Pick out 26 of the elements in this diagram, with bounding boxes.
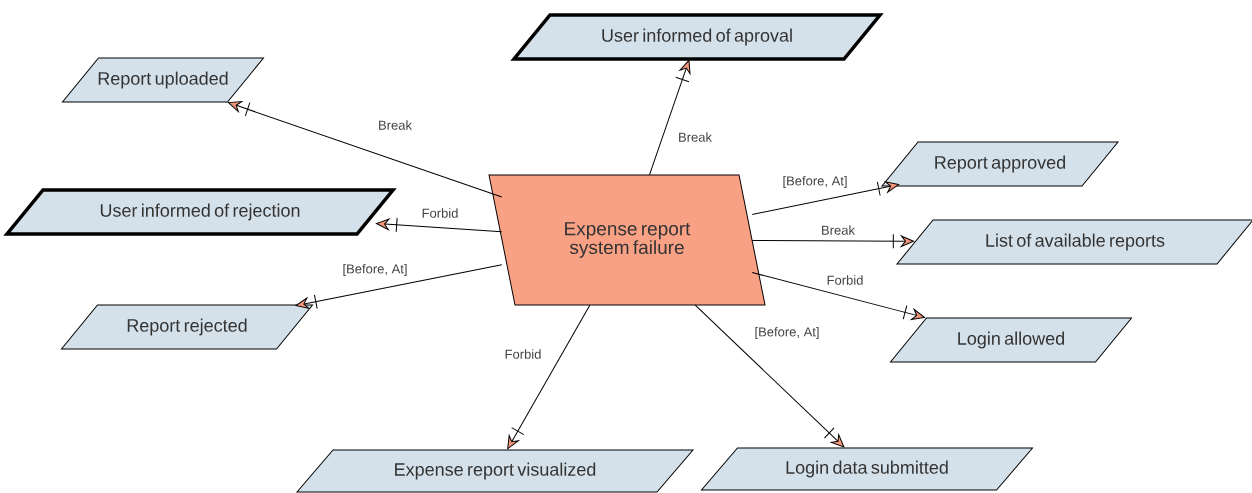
edge-label: Break [822, 225, 855, 235]
parallelogram-box: Report uploaded [62, 57, 264, 103]
arrow [751, 233, 915, 249]
edge-label: Break [379, 120, 412, 130]
arrow [648, 59, 691, 176]
arrow [694, 304, 845, 448]
edge-label: Forbid [505, 349, 541, 359]
arrow [375, 217, 503, 233]
parallelogram-box: Expense report visualized [296, 449, 694, 493]
arrow [228, 101, 503, 198]
edge-label: [Before, At] [783, 175, 847, 189]
parallelogram-box: List of available reports [896, 219, 1252, 265]
parallelogram-box: Login allowed [890, 317, 1132, 363]
parallelogram-box: Report approved [881, 141, 1119, 187]
edge-label: [Before, At] [755, 326, 819, 340]
parallelogram-box: Login data submitted [701, 447, 1033, 491]
edge-label: [Before, At] [343, 263, 407, 277]
arrow [751, 272, 926, 321]
edge-label: Forbid [827, 275, 863, 285]
arrow [751, 181, 900, 215]
arrow [507, 304, 591, 450]
arrow [295, 264, 503, 310]
parallelogram-box: Report rejected [61, 304, 313, 350]
failure-box: Expense report system failure [488, 174, 766, 306]
edge-label: Break [679, 132, 712, 142]
edge-label: Forbid [422, 208, 458, 218]
